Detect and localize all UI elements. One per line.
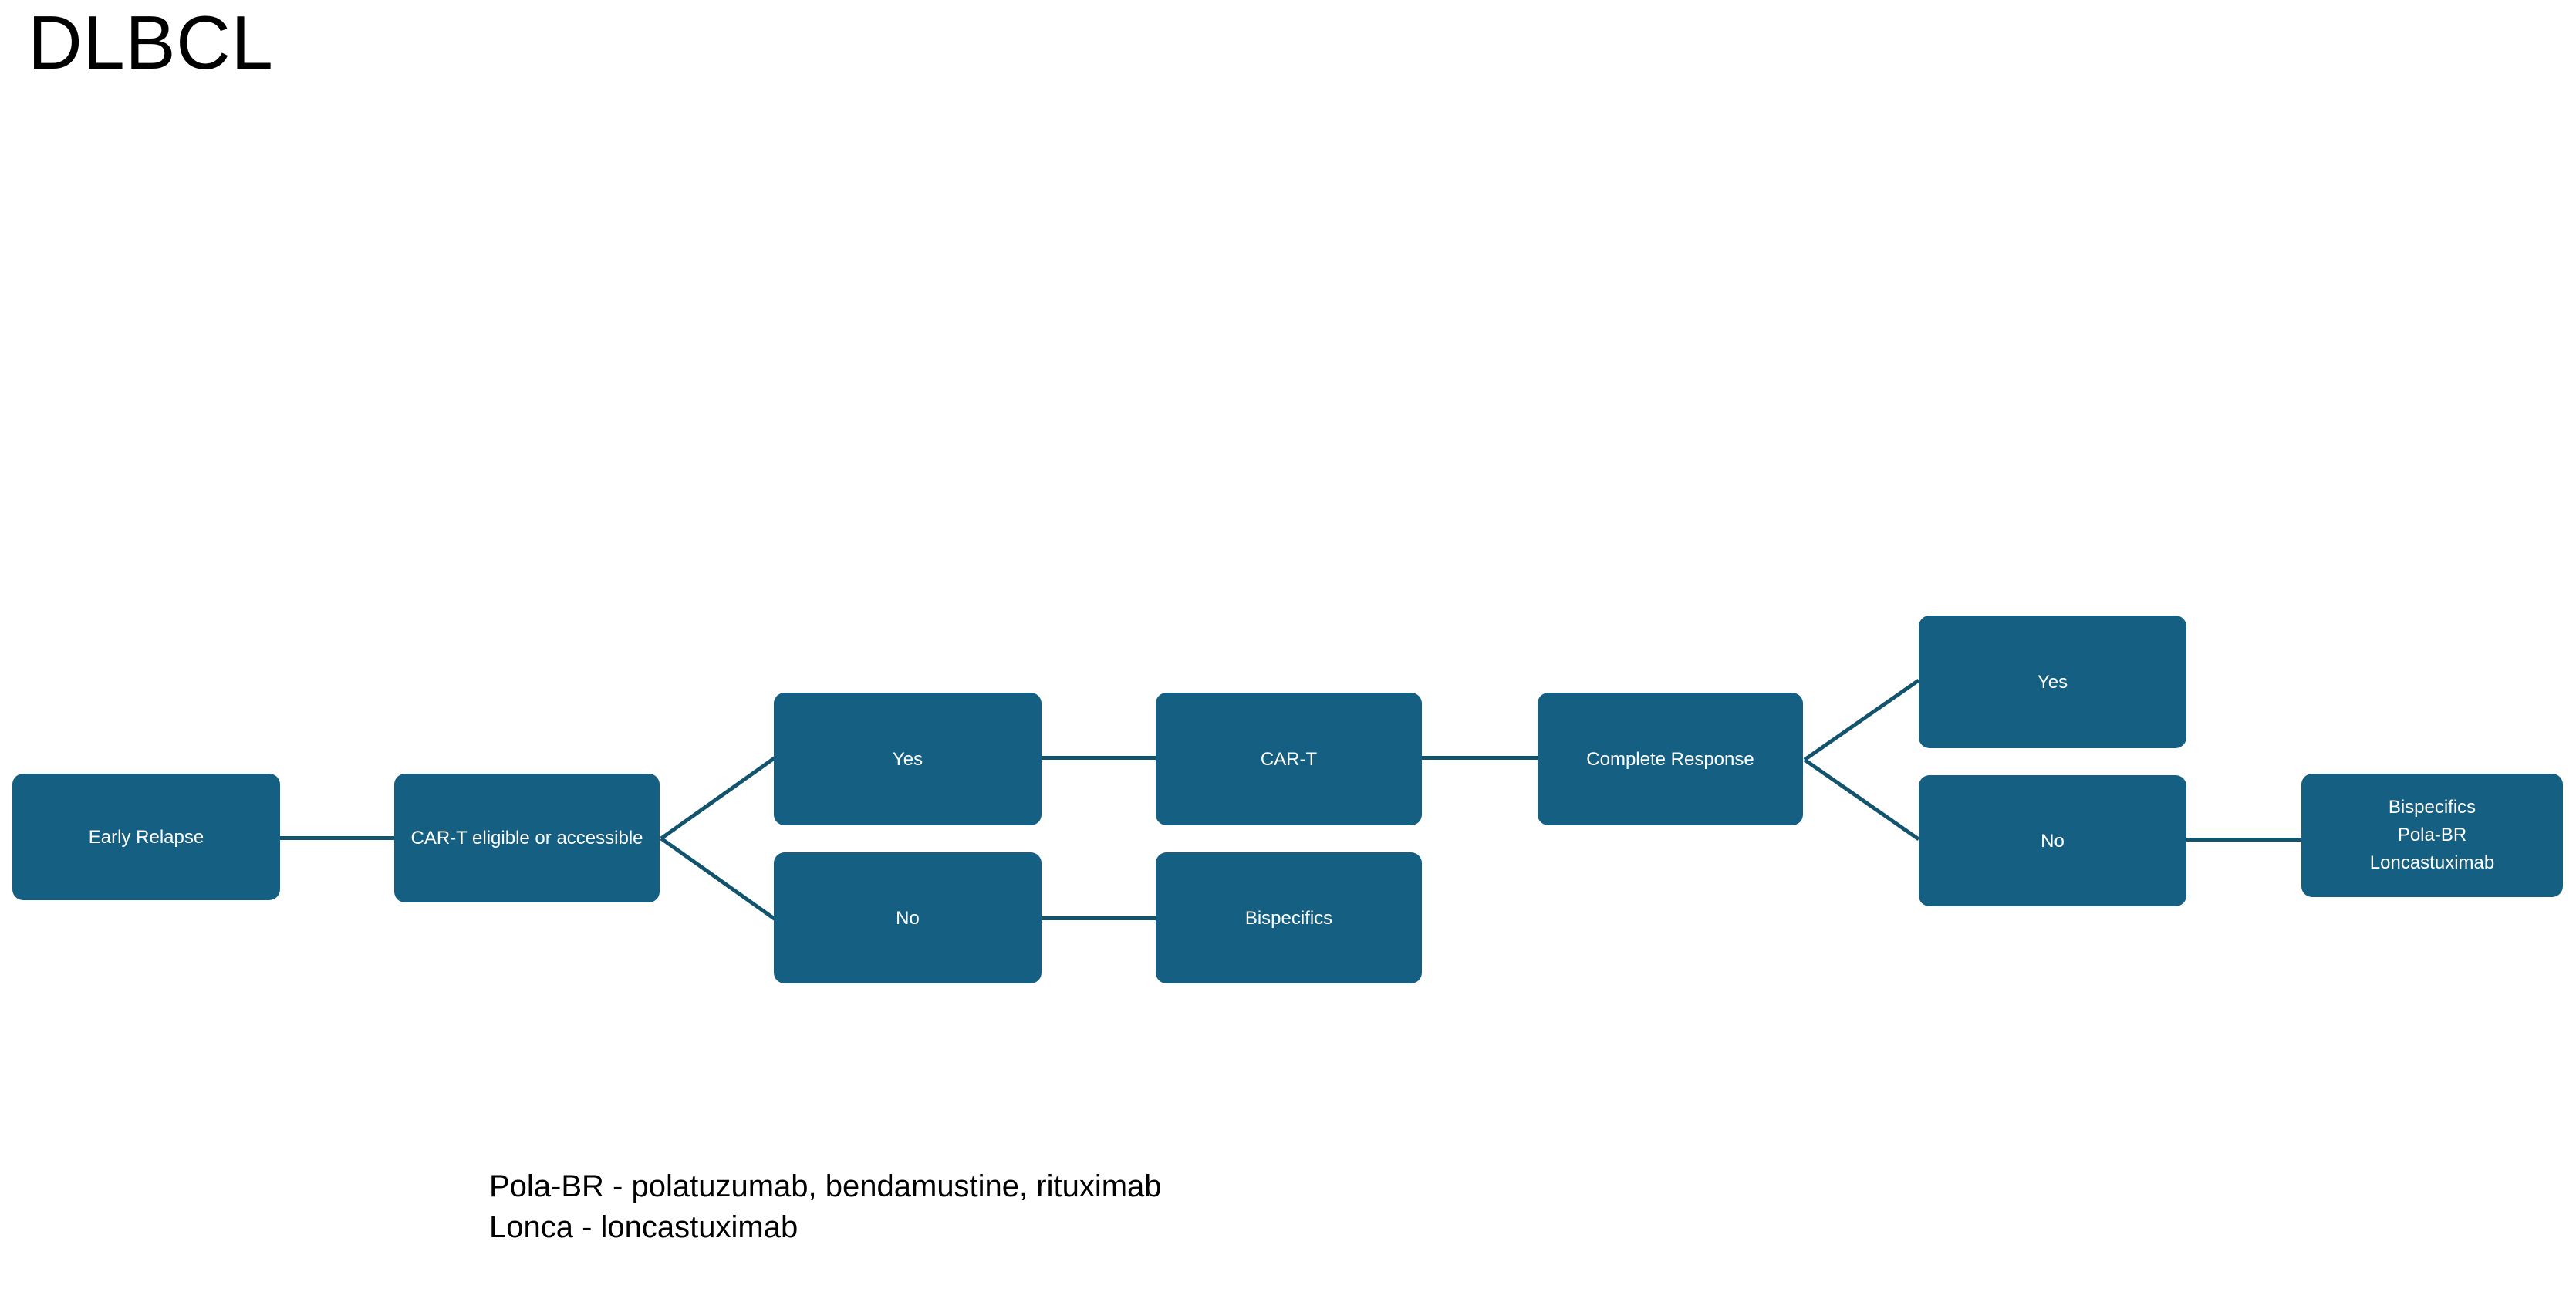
legend: Pola-BR - polatuzumab, bendamustine, rit… bbox=[489, 1166, 1162, 1248]
node-early-relapse[interactable]: Early Relapse bbox=[12, 774, 280, 900]
node-eligibility-yes-label: Yes bbox=[892, 748, 923, 770]
node-complete-response[interactable]: Complete Response bbox=[1538, 693, 1803, 825]
branch-response-split bbox=[1803, 678, 1920, 842]
node-car-t[interactable]: CAR-T bbox=[1156, 693, 1422, 825]
node-salvage-options[interactable]: Bispecifics Pola-BR Loncastuximab bbox=[2301, 774, 2563, 897]
branch-line-eligibility-yes bbox=[660, 755, 777, 841]
branch-line-response-yes bbox=[1803, 678, 1920, 762]
node-response-no-label: No bbox=[2041, 830, 2065, 852]
connector-early-relapse-to-eligibility bbox=[280, 836, 396, 840]
legend-line-lonca: Lonca - loncastuximab bbox=[489, 1210, 798, 1244]
node-bispecifics-label: Bispecifics bbox=[1244, 907, 1333, 929]
node-response-no[interactable]: No bbox=[1919, 775, 2186, 906]
connector-yes-to-car-t bbox=[1042, 756, 1157, 760]
connector-response-no-to-salvage bbox=[2186, 838, 2302, 842]
node-eligibility-no-label: No bbox=[896, 907, 920, 929]
node-car-t-eligible[interactable]: CAR-T eligible or accessible bbox=[394, 774, 660, 902]
branch-line-response-no bbox=[1803, 757, 1920, 842]
page-title: DLBCL bbox=[28, 0, 274, 85]
node-bispecifics[interactable]: Bispecifics bbox=[1156, 852, 1422, 983]
node-response-yes[interactable]: Yes bbox=[1919, 616, 2186, 748]
branch-line-eligibility-no bbox=[660, 836, 777, 922]
connector-no-to-bispecifics bbox=[1042, 916, 1157, 920]
legend-line-pola-br: Pola-BR - polatuzumab, bendamustine, rit… bbox=[489, 1169, 1162, 1203]
node-complete-response-label: Complete Response bbox=[1586, 748, 1754, 770]
connector-car-t-to-complete-response bbox=[1422, 756, 1539, 760]
node-car-t-label: CAR-T bbox=[1260, 748, 1318, 770]
node-early-relapse-label: Early Relapse bbox=[88, 826, 204, 848]
node-response-yes-label: Yes bbox=[2037, 671, 2068, 693]
node-eligibility-yes[interactable]: Yes bbox=[774, 693, 1042, 825]
node-eligibility-no[interactable]: No bbox=[774, 852, 1042, 983]
node-salvage-options-label: Bispecifics Pola-BR Loncastuximab bbox=[2369, 797, 2495, 873]
node-car-t-eligible-label: CAR-T eligible or accessible bbox=[410, 827, 643, 848]
branch-eligibility-split bbox=[660, 755, 777, 922]
